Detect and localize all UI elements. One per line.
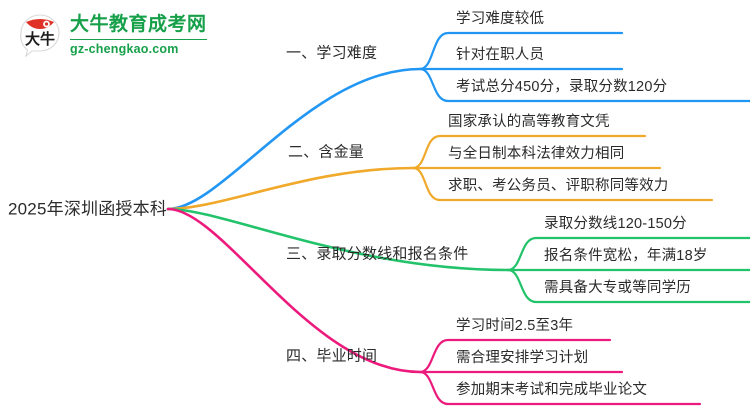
logo-mark-icon: 大牛 [18,13,64,58]
leaf-label-1-1[interactable]: 学习难度较低 [456,10,545,27]
leaf-label-4-3[interactable]: 参加期末考试和完成毕业论文 [456,381,648,398]
leaf-label-1-3[interactable]: 考试总分450分，录取分数120分 [456,78,668,95]
leaf-label-4-2[interactable]: 需合理安排学习计划 [456,349,589,366]
branch-label-3[interactable]: 三、录取分数线和报名条件 [286,245,469,263]
svg-text:大牛: 大牛 [25,30,55,48]
logo-title: 大牛教育成考网 [70,14,207,35]
logo-domain: gz-chengkao.com [70,38,207,56]
branch-label-4[interactable]: 四、毕业时间 [286,347,378,365]
branch-label-2[interactable]: 二、含金量 [288,143,365,161]
leaf-label-2-1[interactable]: 国家承认的高等教育文凭 [448,113,610,130]
leaf-label-1-2[interactable]: 针对在职人员 [456,46,545,63]
leaf-label-3-3[interactable]: 需具备大专或等同学历 [544,279,691,296]
logo-text-block: 大牛教育成考网 gz-chengkao.com [70,14,207,56]
leaf-label-2-2[interactable]: 与全日制本科法律效力相同 [448,145,625,162]
leaf-label-3-1[interactable]: 录取分数线120-150分 [544,215,687,232]
leaf-label-4-1[interactable]: 学习时间2.5至3年 [456,317,574,334]
leaf-label-2-3[interactable]: 求职、考公务员、评职称同等效力 [448,177,669,194]
leaf-label-3-2[interactable]: 报名条件宽松，年满18岁 [544,247,708,264]
site-logo: 大牛 大牛教育成考网 gz-chengkao.com [18,12,228,60]
branch-label-1[interactable]: 一、学习难度 [286,44,378,62]
root-node-label: 2025年深圳函授本科 [8,199,168,219]
